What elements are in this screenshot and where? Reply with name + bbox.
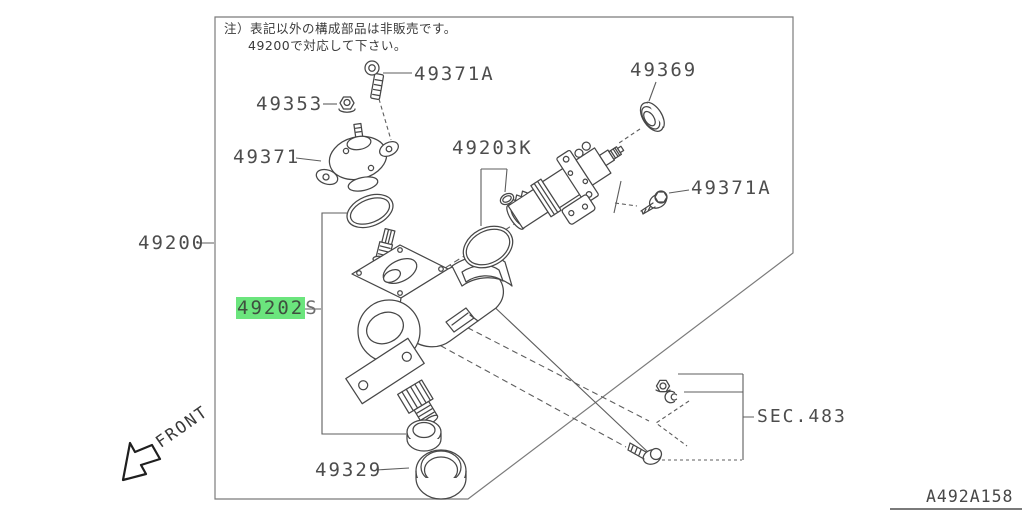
callout-49371A-right[interactable]: 49371A bbox=[691, 177, 772, 199]
note-line-2: 49200で対応して下さい。 bbox=[248, 38, 407, 53]
sec-bolt-drawing bbox=[627, 442, 663, 465]
seal-kit-drawing[interactable] bbox=[456, 191, 520, 276]
valve-assembly-drawing[interactable] bbox=[497, 125, 643, 251]
callout-49371[interactable]: 49371 bbox=[233, 146, 301, 168]
leader-lines bbox=[197, 72, 754, 471]
steering-gear-drawing[interactable] bbox=[345, 227, 513, 431]
callout-49329[interactable]: 49329 bbox=[315, 459, 383, 481]
oring-large-drawing[interactable] bbox=[342, 188, 398, 234]
drawing-code: A492A158 bbox=[926, 487, 1014, 506]
diagram-boundary bbox=[214, 16, 794, 500]
oil-seal-drawing[interactable] bbox=[636, 98, 669, 135]
bolt-top-drawing[interactable] bbox=[364, 60, 385, 100]
callout-sec483: SEC.483 bbox=[757, 406, 847, 427]
callout-49369[interactable]: 49369 bbox=[630, 59, 698, 81]
callout-49202S[interactable]: 49202S bbox=[236, 297, 319, 319]
callout-49202S-highlight[interactable]: 49202 bbox=[236, 297, 306, 319]
dust-seal-drawing[interactable] bbox=[406, 419, 442, 452]
insulator-drawing[interactable] bbox=[314, 122, 401, 194]
callout-49202S-suffix[interactable]: S bbox=[305, 297, 319, 319]
note-line-1: 注）表記以外の構成部品は非販売です。 bbox=[224, 21, 457, 36]
sec-washer-drawing bbox=[664, 390, 678, 404]
callout-49371A-top[interactable]: 49371A bbox=[414, 63, 495, 85]
callout-49200[interactable]: 49200 bbox=[138, 232, 206, 254]
callout-49353[interactable]: 49353 bbox=[256, 93, 324, 115]
restriction-note: 注）表記以外の構成部品は非販売です。 49200で対応して下さい。 bbox=[224, 20, 457, 54]
callout-49203K[interactable]: 49203K bbox=[452, 137, 533, 159]
ring-49329-drawing[interactable] bbox=[415, 449, 467, 500]
bolt-right-drawing[interactable] bbox=[640, 190, 669, 215]
front-arrow-icon bbox=[121, 441, 162, 482]
sec-nut-drawing bbox=[655, 379, 671, 393]
nut-drawing[interactable] bbox=[338, 96, 356, 113]
